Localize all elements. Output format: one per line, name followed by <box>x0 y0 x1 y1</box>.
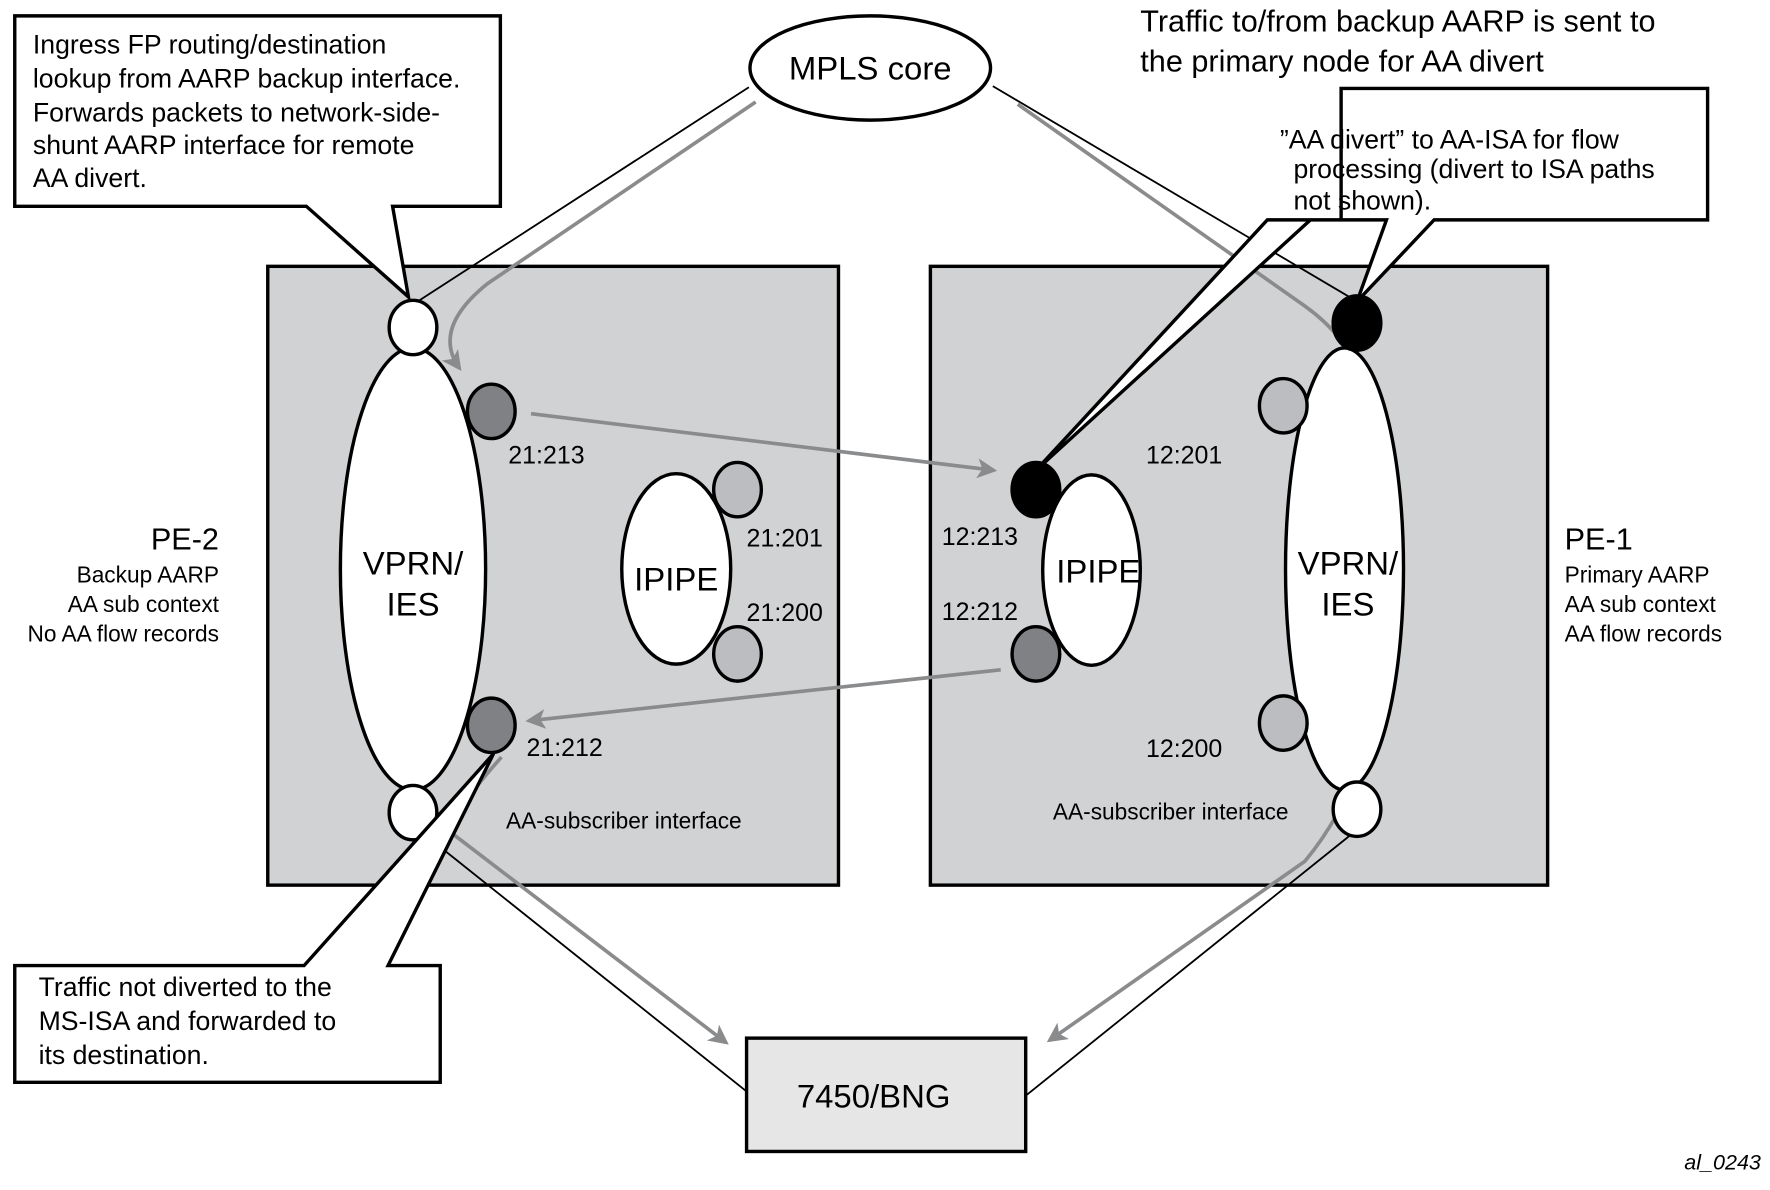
link-pe2-bng <box>419 830 748 1093</box>
mpls-core-node[interactable] <box>748 14 993 122</box>
callout-aa-divert-line-3: not shown). <box>1293 186 1431 216</box>
pe1-vprn-label-1: VPRN/ <box>1298 545 1399 582</box>
sap-21-213[interactable] <box>465 382 517 441</box>
figure-id: al_0243 <box>1684 1151 1761 1175</box>
sap-12-213[interactable] <box>1010 460 1062 519</box>
pe1-ipipe-label: IPIPE <box>1056 553 1140 590</box>
sap-12-200[interactable] <box>1257 694 1309 752</box>
pe1-name: PE-1 <box>1565 523 1633 557</box>
callout-aa-divert-line-1: ”AA divert” to AA-ISA for flow <box>1280 124 1620 154</box>
label-12-213: 12:213 <box>942 523 1018 551</box>
sap-21-200[interactable] <box>711 625 764 683</box>
pe2-network-if[interactable] <box>387 298 439 357</box>
pe2-sub-if[interactable] <box>387 783 439 842</box>
pe2-vprn-label-1: VPRN/ <box>363 545 464 582</box>
pe2-sub-if-label: AA-subscriber interface <box>506 807 742 833</box>
callout-not-diverted-line-2: MS-ISA and forwarded to <box>39 1006 337 1036</box>
sap-21-212[interactable] <box>465 696 517 755</box>
flow-mpls-to-21-213 <box>441 100 757 372</box>
flow-21-213-to-12-213 <box>530 411 998 479</box>
label-12-200: 12:200 <box>1146 735 1222 763</box>
pe1-sub-if-label: AA-subscriber interface <box>1053 798 1289 824</box>
bng-node[interactable] <box>744 1036 1028 1154</box>
pe1-desc-2: AA sub context <box>1565 591 1717 617</box>
mpls-core-label: MPLS core <box>789 49 952 86</box>
pe1-router: VPRN/ IES IPIPE 12:201 12:213 12:212 12:… <box>942 294 1406 839</box>
pe1-desc-1: Primary AARP <box>1565 562 1710 588</box>
pe2-router: VPRN/ IES IPIPE 21:213 21:201 21:200 21:… <box>338 298 823 842</box>
pe1-vprn-label-2: IES <box>1321 585 1374 622</box>
pe1-desc-3: AA flow records <box>1565 620 1722 646</box>
flow-12-212-to-21-212 <box>525 667 1001 729</box>
pe2-desc-1: Backup AARP <box>77 562 219 588</box>
sap-12-212[interactable] <box>1010 625 1062 683</box>
pe2-ipipe[interactable] <box>620 472 733 666</box>
label-21-200: 21:200 <box>747 599 823 627</box>
label-21-213: 21:213 <box>508 442 584 470</box>
callout-not-diverted-line-1: Traffic not diverted to the <box>39 972 332 1002</box>
pe2-desc-2: AA sub context <box>68 591 220 617</box>
callout-ingress-line-3: Forwards packets to network-side- <box>33 97 440 127</box>
label-12-201: 12:201 <box>1146 442 1222 470</box>
sap-12-201[interactable] <box>1257 376 1309 435</box>
callout-not-diverted-box <box>13 752 496 1085</box>
headline-line-2: the primary node for AA divert <box>1140 44 1544 78</box>
callout-ingress-line-1: Ingress FP routing/destination <box>33 29 386 59</box>
label-12-212: 12:212 <box>942 598 1018 626</box>
pe2-name: PE-2 <box>151 523 219 557</box>
callout-ingress-line-4: shunt AARP interface for remote <box>33 130 415 160</box>
callout-ingress-line-5: AA divert. <box>33 163 147 193</box>
pe1-sub-if[interactable] <box>1331 780 1383 839</box>
link-mpls-pe1 <box>992 85 1358 303</box>
bng-label: 7450/BNG <box>797 1077 951 1114</box>
label-21-201: 21:201 <box>747 524 823 552</box>
network-links <box>413 85 1358 1096</box>
sap-21-201[interactable] <box>711 460 764 519</box>
callout-ingress-line-2: lookup from AARP backup interface. <box>33 63 460 93</box>
headline-line-1: Traffic to/from backup AARP is sent to <box>1140 5 1655 39</box>
pe2-desc-3: No AA flow records <box>27 620 219 646</box>
callout-aa-divert-box <box>1034 86 1710 472</box>
pe2-vprn-label-2: IES <box>386 585 439 622</box>
pe1-ipipe[interactable] <box>1041 473 1142 667</box>
pe1-network-if[interactable] <box>1331 294 1383 352</box>
label-21-212: 21:212 <box>526 734 602 762</box>
callout-not-diverted-line-3: its destination. <box>39 1040 209 1070</box>
callout-aa-divert-line-2: processing (divert to ISA paths <box>1293 154 1654 184</box>
link-mpls-pe2 <box>413 86 750 305</box>
callout-ingress-box <box>13 14 503 302</box>
pe1-box <box>928 264 1550 887</box>
link-pe1-bng <box>1026 830 1357 1096</box>
pe2-ipipe-label: IPIPE <box>634 560 718 597</box>
